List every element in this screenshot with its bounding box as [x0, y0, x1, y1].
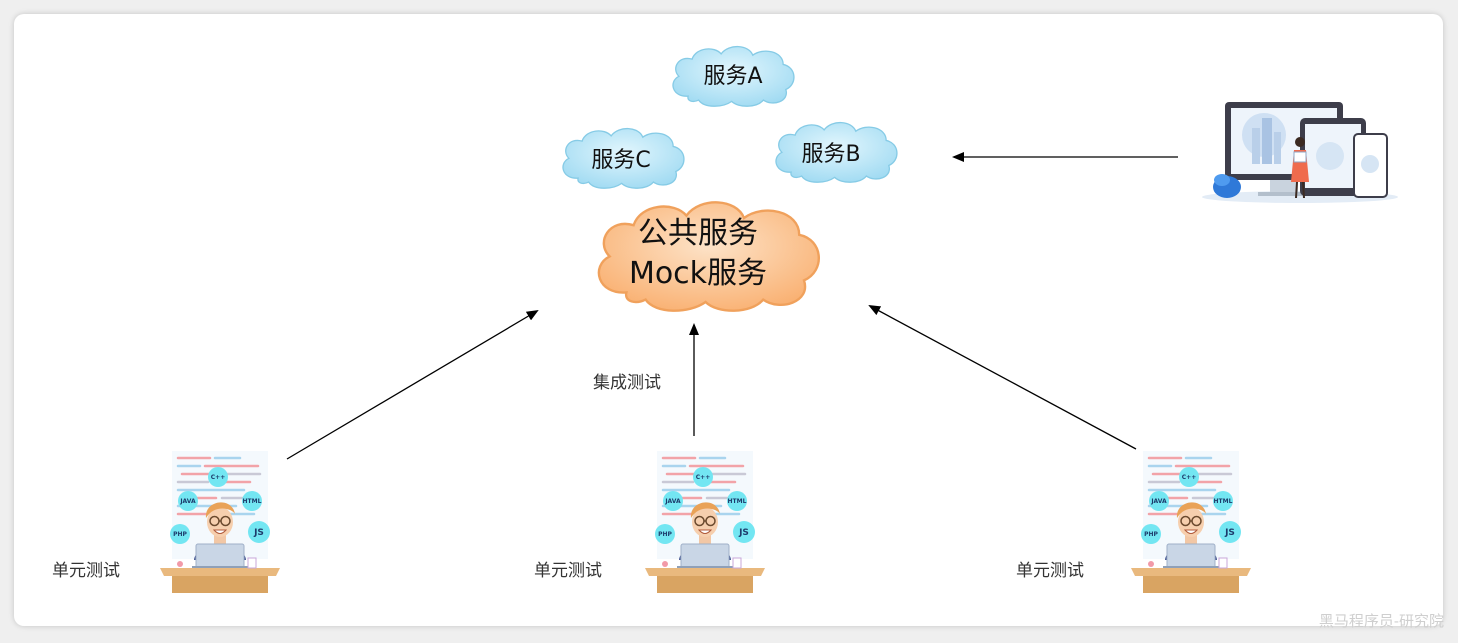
badge-php: PHP	[658, 531, 672, 538]
badge-cpp: C++	[211, 474, 225, 481]
badge-php: PHP	[173, 531, 187, 538]
badge-php: PHP	[1144, 531, 1158, 538]
badge-html: HTML	[728, 498, 747, 505]
unit-test-middle-label: 单元测试	[534, 561, 602, 581]
badge-java: JAVA	[179, 498, 196, 505]
unit-test-right-label: 单元测试	[1016, 561, 1084, 581]
unit-test-left-label: 单元测试	[52, 561, 120, 581]
service-b-label: 服务B	[801, 142, 861, 167]
service-c-label: 服务C	[591, 148, 651, 173]
badge-java: JAVA	[664, 498, 681, 505]
service-a-label: 服务A	[703, 64, 763, 89]
badge-java: JAVA	[1150, 498, 1167, 505]
badge-js: JS	[738, 528, 749, 538]
arrow-right-to-mock	[868, 305, 1137, 450]
badge-cpp: C++	[696, 474, 710, 481]
developer-middle-illustration	[643, 449, 767, 595]
badge-js: JS	[1224, 528, 1235, 538]
public-service-label: 公共服务	[638, 216, 758, 251]
badge-cpp: C++	[1182, 474, 1196, 481]
integration-test-label: 集成测试	[593, 373, 661, 393]
client-devices-illustration	[1202, 102, 1398, 203]
developer-right-illustration	[1129, 449, 1253, 595]
badge-html: HTML	[1214, 498, 1233, 505]
badge-html: HTML	[243, 498, 262, 505]
mock-service-label: Mock服务	[628, 256, 768, 291]
developer-left-illustration	[158, 449, 282, 595]
arrow-left-to-mock	[286, 309, 539, 460]
watermark: 黑马程序员-研究院	[1318, 612, 1444, 630]
badge-js: JS	[253, 528, 264, 538]
